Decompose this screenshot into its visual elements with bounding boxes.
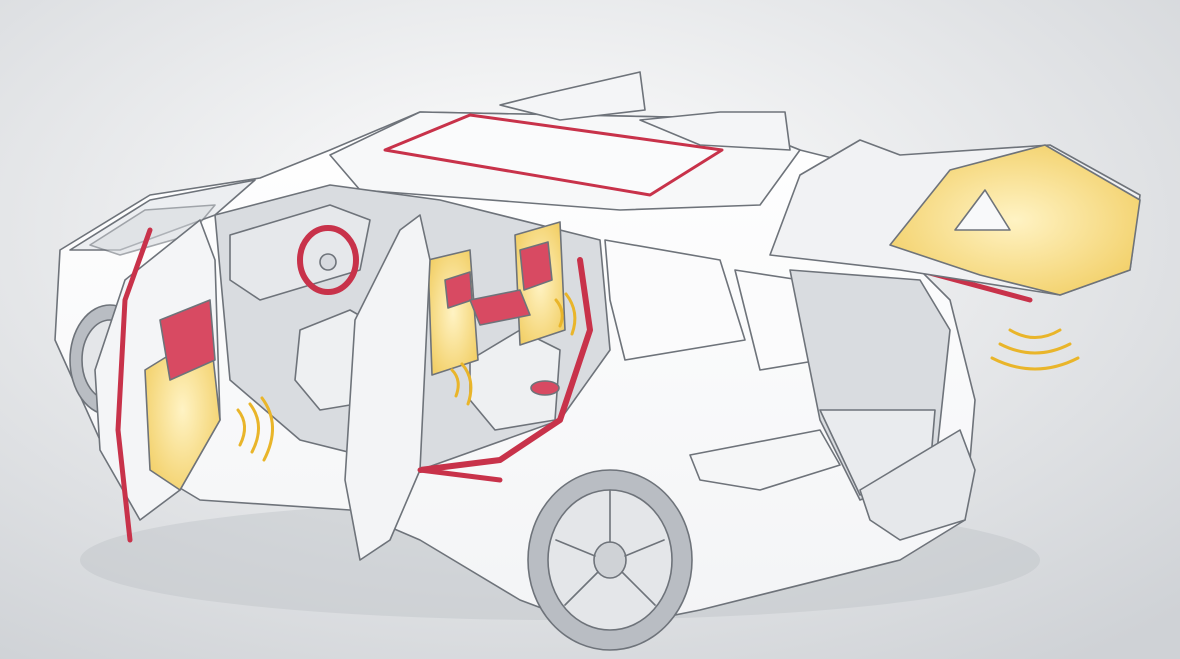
floor-seal [417, 467, 503, 483]
floor-red-marker [530, 380, 560, 396]
sound-wave-tailgate [990, 328, 1080, 371]
sunroof [383, 113, 724, 197]
rear-side-window [604, 239, 746, 361]
front-door-seal [115, 227, 153, 543]
seat-cushion-red-3 [469, 289, 531, 326]
door-seal-b-pillar [417, 257, 593, 473]
seat-cushion-red-2 [519, 241, 553, 291]
rear-wheel [527, 469, 693, 651]
steering-wheel [297, 225, 359, 295]
tailgate-panel [889, 144, 1141, 296]
sound-wave-seat [554, 292, 577, 336]
sound-wave-front [236, 396, 274, 462]
sound-wave-middle [450, 362, 473, 406]
rear-bumper [859, 429, 976, 541]
tail-light [689, 429, 841, 491]
rear-top-door [499, 71, 646, 121]
steering-hub [319, 253, 337, 271]
front-door-red [159, 299, 216, 381]
tailgate-window [954, 189, 1011, 231]
seat-back-panel-front [427, 249, 479, 376]
rear-top-door-2 [639, 111, 791, 151]
